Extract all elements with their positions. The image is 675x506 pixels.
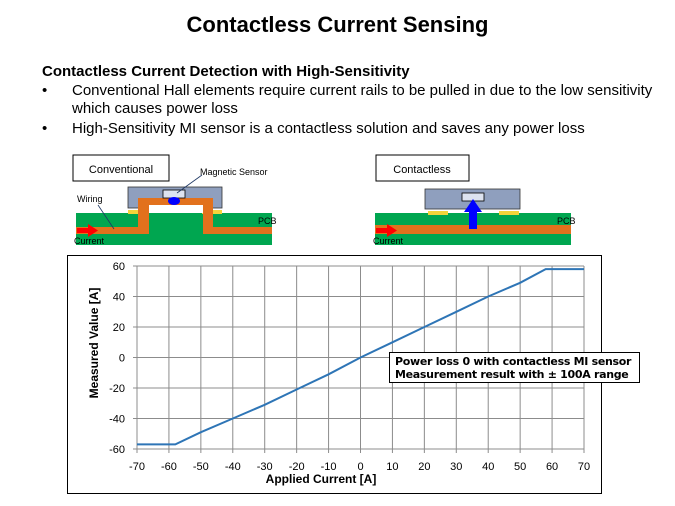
y-tick-label: -40 (109, 414, 125, 426)
x-tick-label: -30 (257, 461, 273, 473)
pcb-label: PCB (557, 216, 576, 226)
y-axis-label: Measured Value [A] (87, 288, 101, 399)
magnetic-field-arrow-icon (464, 199, 482, 229)
x-axis-ticks: -70 -60 -50 -40 -30 -20 -10 0 10 20 30 40 50 60 70 (129, 461, 590, 473)
current-arrow-icon (77, 224, 98, 237)
x-tick-label: 30 (450, 461, 462, 473)
bullet-text: Conventional Hall elements require curre… (72, 82, 653, 117)
annotation-box: Power loss 0 with contactless MI sensor … (389, 352, 640, 383)
magnetic-field-icon (168, 197, 180, 205)
data-series-line (137, 268, 584, 446)
x-tick-label: 50 (514, 461, 526, 473)
pcb-label: PCB (258, 216, 277, 226)
x-tick-label: -10 (321, 461, 337, 473)
x-tick-label: 0 (357, 461, 363, 473)
magnetic-sensor-label: Magnetic Sensor (200, 167, 268, 177)
wiring-label: Wiring (77, 194, 103, 204)
x-tick-label: -20 (289, 461, 305, 473)
slide-title: Contactless Current Sensing (186, 12, 489, 37)
x-tick-label: 70 (578, 461, 590, 473)
x-tick-label: -40 (225, 461, 241, 473)
y-tick-label: 60 (113, 261, 125, 273)
bullet-marker: • (42, 120, 48, 137)
x-tick-label: 10 (386, 461, 398, 473)
bullet-marker: • (42, 82, 48, 99)
contactless-label: Contactless (393, 164, 451, 176)
y-tick-label: -60 (109, 444, 125, 456)
x-tick-label: 60 (546, 461, 558, 473)
bullet-text: High-Sensitivity MI sensor is a contactl… (72, 120, 585, 137)
y-tick-label: -20 (109, 383, 125, 395)
slide-subtitle: Contactless Current Detection with High-… (42, 63, 410, 80)
current-label: Current (373, 236, 404, 246)
x-tick-label: 20 (418, 461, 430, 473)
y-tick-label: 20 (113, 322, 125, 334)
x-tick-label: -70 (129, 461, 145, 473)
wiring-trace (375, 225, 571, 234)
y-tick-label: 0 (119, 353, 125, 365)
x-axis-label: Applied Current [A] (266, 472, 377, 486)
conventional-label: Conventional (89, 164, 153, 176)
x-tick-label: -50 (193, 461, 209, 473)
current-label: Current (74, 236, 105, 246)
annotation-line-1: Power loss 0 with contactless MI sensor (395, 355, 632, 368)
x-tick-label: -60 (161, 461, 177, 473)
x-tick-label: 40 (482, 461, 494, 473)
current-arrow-icon (376, 224, 397, 237)
y-tick-label: 40 (113, 292, 125, 304)
y-axis-ticks: -60 -40 -20 0 20 40 60 (109, 261, 125, 456)
annotation-line-2: Measurement result with ± 100A range (395, 368, 629, 381)
